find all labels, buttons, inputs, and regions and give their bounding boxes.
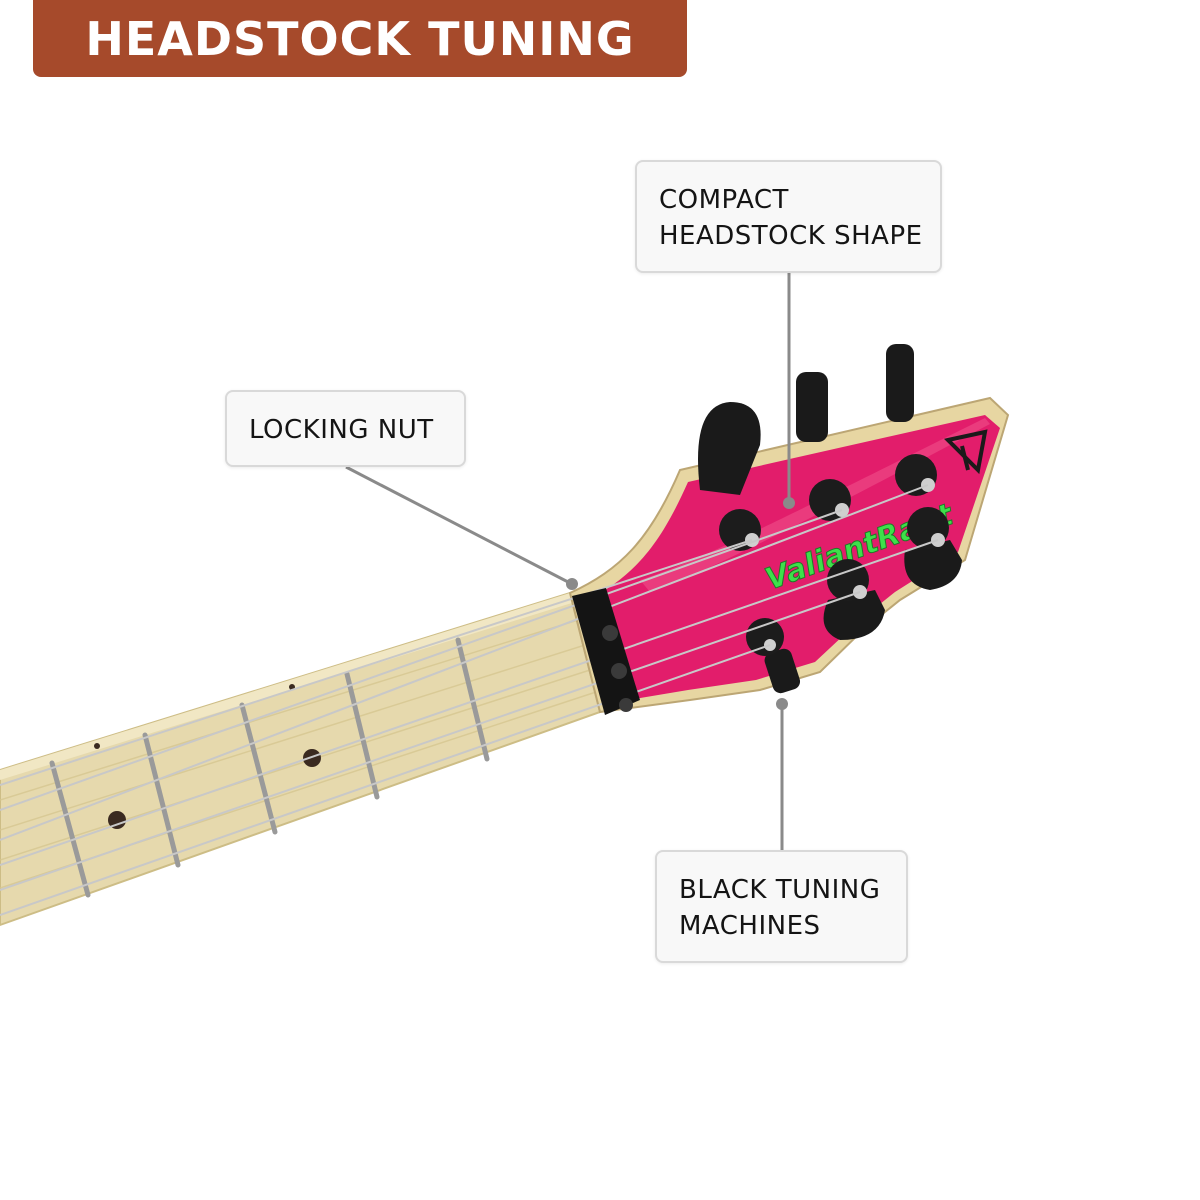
guitar-neck <box>0 591 602 927</box>
tuner-post <box>746 618 784 656</box>
tuning-machine-keys <box>698 344 962 694</box>
callout-locking-nut: LOCKING NUT <box>225 390 466 467</box>
callout-text: MACHINES <box>679 911 821 941</box>
fret-marker <box>303 749 321 767</box>
leader-dot <box>566 578 578 590</box>
fret <box>49 760 91 898</box>
leader-dot <box>783 497 795 509</box>
fret <box>455 637 490 762</box>
callout-text: HEADSTOCK SHAPE <box>659 221 923 251</box>
locking-nut <box>572 588 640 715</box>
title-banner: HEADSTOCK TUNING <box>33 0 687 77</box>
fret <box>239 702 278 835</box>
callout-text: LOCKING NUT <box>249 415 434 445</box>
leader-dot <box>776 698 788 710</box>
callout-text: BLACK TUNING <box>679 875 881 905</box>
fret-marker <box>108 811 126 829</box>
leader-line-nut <box>345 465 571 585</box>
callout-compact-headstock: COMPACT HEADSTOCK SHAPE <box>635 160 942 273</box>
callout-tuning-machines: BLACK TUNING MACHINES <box>655 850 908 963</box>
callout-text: COMPACT <box>659 185 789 215</box>
guitar-strings <box>0 484 939 916</box>
callout-leader-lines <box>345 273 791 850</box>
brand-emblem-icon <box>943 429 988 475</box>
banner-title: HEADSTOCK TUNING <box>85 11 635 66</box>
fret <box>344 671 380 800</box>
